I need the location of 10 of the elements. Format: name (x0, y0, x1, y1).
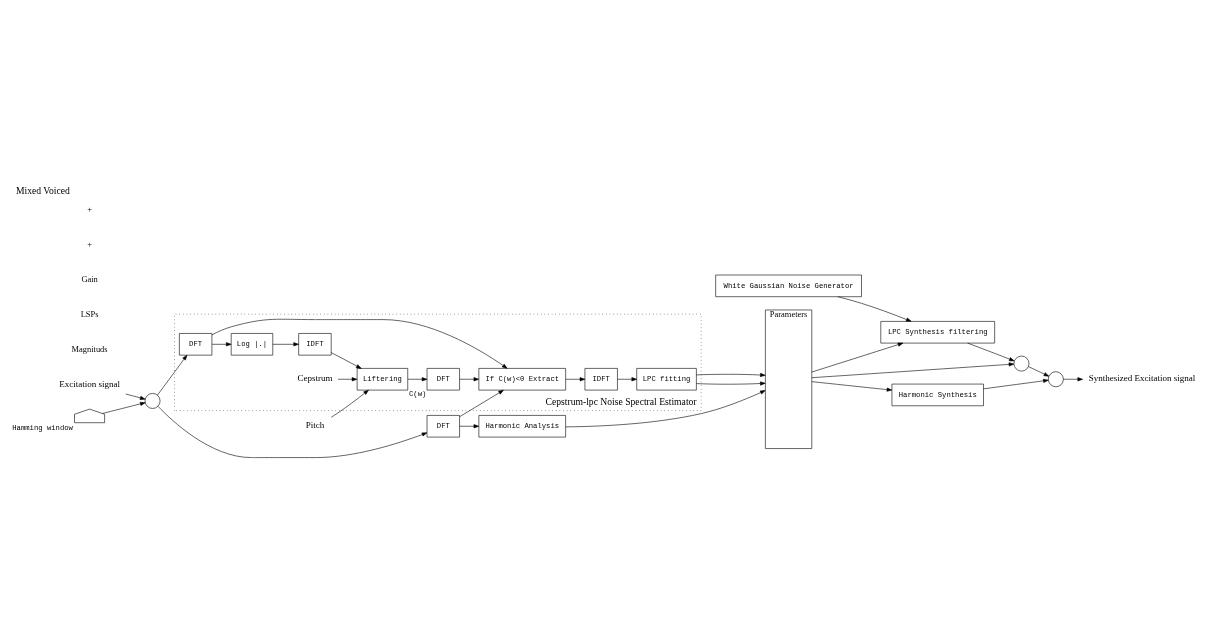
label: Gain (81, 273, 98, 284)
node-text: Excitation signal (59, 378, 120, 389)
label: + (87, 203, 92, 214)
label: Magnituds (71, 343, 108, 354)
label: LSPs (80, 308, 99, 319)
node-text: Pitch (305, 419, 325, 430)
node-text: Cepstrum (297, 372, 333, 383)
node-text: Synthesized Excitation signal (1088, 372, 1196, 383)
label: + (87, 238, 92, 249)
diagram-title: Mixed Voiced (15, 184, 70, 196)
